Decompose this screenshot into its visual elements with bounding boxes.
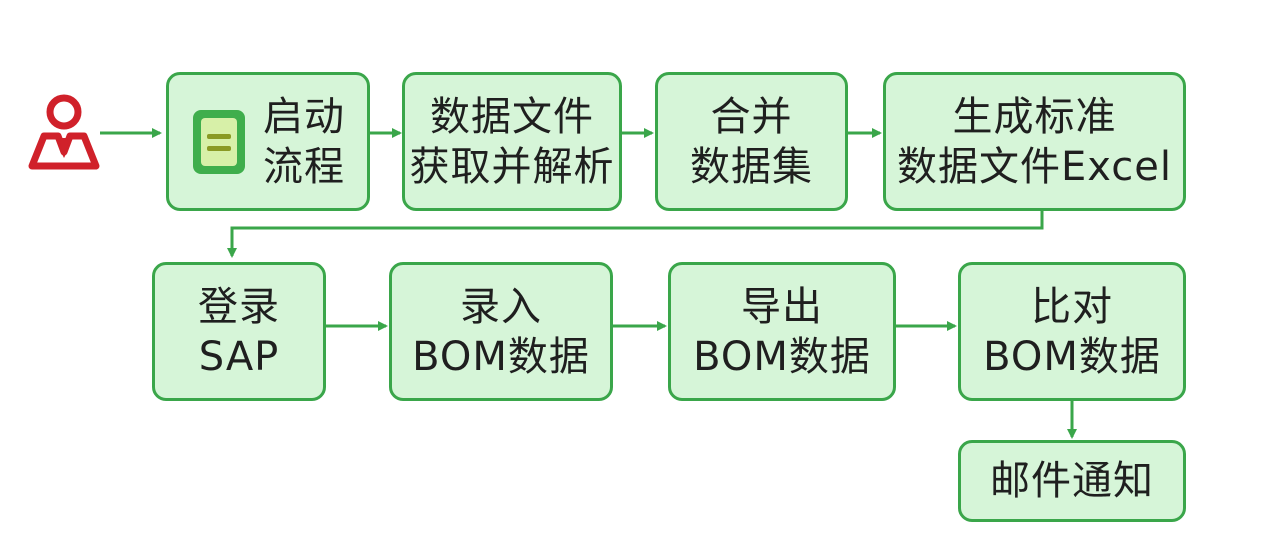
step-start-line2: 流程 bbox=[263, 143, 345, 190]
step-compare-line1: 比对 bbox=[1030, 283, 1113, 330]
step-fetch-line1: 数据文件 bbox=[430, 93, 594, 140]
step-merge-dataset[interactable]: 合并 数据集 bbox=[655, 72, 848, 211]
step-compare-bom[interactable]: 比对 BOM数据 bbox=[958, 262, 1186, 401]
step-generate-line1: 生成标准 bbox=[952, 93, 1117, 140]
step-merge-line2: 数据集 bbox=[690, 143, 813, 190]
step-enter-line1: 录入 bbox=[459, 283, 542, 330]
step-enter-line2: BOM数据 bbox=[412, 333, 590, 380]
step-merge-line1: 合并 bbox=[710, 93, 793, 140]
step-start-process[interactable]: 启动 流程 bbox=[166, 72, 370, 211]
step-login-sap[interactable]: 登录 SAP bbox=[152, 262, 326, 401]
user-icon bbox=[28, 94, 100, 170]
step-export-line1: 导出 bbox=[740, 283, 823, 330]
step-export-bom[interactable]: 导出 BOM数据 bbox=[668, 262, 896, 401]
arrow-generate-to-login bbox=[227, 211, 1044, 258]
step-email-line1: 邮件通知 bbox=[990, 458, 1154, 504]
document-list-icon bbox=[191, 108, 247, 176]
step-fetch-line2: 获取并解析 bbox=[409, 143, 615, 190]
step-email-notify[interactable]: 邮件通知 bbox=[958, 440, 1186, 522]
step-start-line1: 启动 bbox=[263, 93, 345, 140]
step-login-line1: 登录 bbox=[198, 283, 280, 330]
step-generate-line2: 数据文件Excel bbox=[897, 143, 1172, 190]
step-export-line2: BOM数据 bbox=[693, 333, 871, 380]
step-compare-line2: BOM数据 bbox=[983, 333, 1161, 380]
step-enter-bom[interactable]: 录入 BOM数据 bbox=[389, 262, 613, 401]
step-generate-excel[interactable]: 生成标准 数据文件Excel bbox=[883, 72, 1186, 211]
step-login-line2: SAP bbox=[198, 333, 280, 380]
step-fetch-parse-files[interactable]: 数据文件 获取并解析 bbox=[402, 72, 622, 211]
